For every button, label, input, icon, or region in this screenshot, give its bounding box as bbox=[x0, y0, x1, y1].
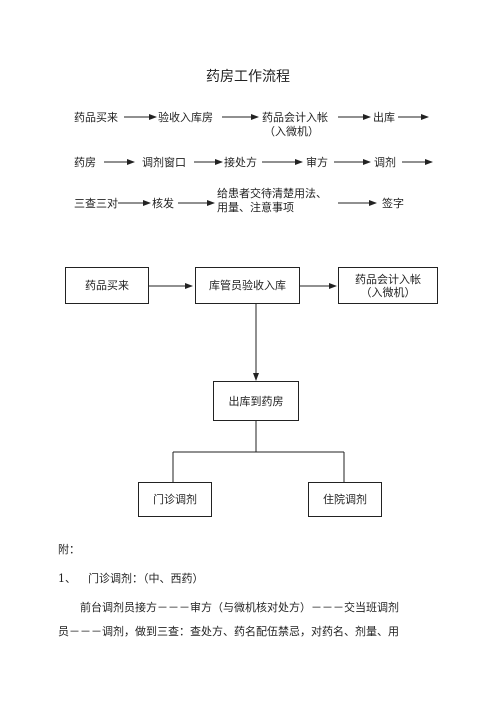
notes-paragraph-line2: 员－－－调剂，做到三查：查处方、药名配伍禁忌，对药名、剂量、用 bbox=[58, 625, 399, 638]
row1-step-1: 药品买来 bbox=[74, 111, 118, 124]
row3-step-3b: 用量、注意事项 bbox=[217, 201, 294, 214]
row3-step-1: 三查三对 bbox=[74, 197, 118, 210]
row3-step-3a: 给患者交待清楚用法、 bbox=[217, 187, 327, 200]
box-account-label-2: （入微机） bbox=[360, 285, 416, 299]
notes-item1-text: 门诊调剂：（中、西药） bbox=[88, 572, 204, 585]
row2-step-2: 调剂窗口 bbox=[142, 156, 186, 169]
box-inpatient: 住院调剂 bbox=[308, 482, 382, 517]
row1-step-3-sub: （入微机） bbox=[264, 125, 319, 138]
page-title: 药房工作流程 bbox=[206, 69, 290, 85]
box-out-to-pharmacy: 出库到药房 bbox=[213, 381, 299, 421]
box-account-label-1: 药品会计入帐 bbox=[355, 272, 421, 286]
row2-step-5: 调剂 bbox=[374, 156, 396, 169]
box-account: 药品会计入帐 （入微机） bbox=[338, 267, 438, 304]
box-outpatient-label: 门诊调剂 bbox=[153, 493, 197, 506]
row1-step-3: 药品会计入帐 bbox=[262, 111, 328, 124]
row1-step-2: 验收入库房 bbox=[158, 111, 213, 124]
box-out-label: 出库到药房 bbox=[228, 394, 284, 408]
box-receive: 库管员验收入库 bbox=[195, 267, 300, 304]
row3-step-4: 签字 bbox=[382, 197, 404, 210]
box-purchase-label: 药品买来 bbox=[85, 279, 129, 292]
row3-step-2: 核发 bbox=[152, 197, 174, 210]
row2-step-3: 接处方 bbox=[224, 156, 257, 169]
box-outpatient: 门诊调剂 bbox=[138, 482, 212, 517]
row1-step-4: 出库 bbox=[373, 111, 395, 124]
row2-step-4: 审方 bbox=[306, 156, 328, 169]
box-purchase: 药品买来 bbox=[65, 267, 149, 304]
notes-heading: 附： bbox=[58, 543, 80, 556]
box-receive-label: 库管员验收入库 bbox=[209, 279, 286, 292]
box-inpatient-label: 住院调剂 bbox=[323, 493, 367, 506]
row2-step-1: 药房 bbox=[74, 156, 96, 169]
notes-item1-number: 1、 bbox=[58, 572, 76, 585]
notes-paragraph-line1: 前台调剂员接方－－－审方（与微机核对处方）－－－交当班调剂 bbox=[80, 601, 399, 614]
